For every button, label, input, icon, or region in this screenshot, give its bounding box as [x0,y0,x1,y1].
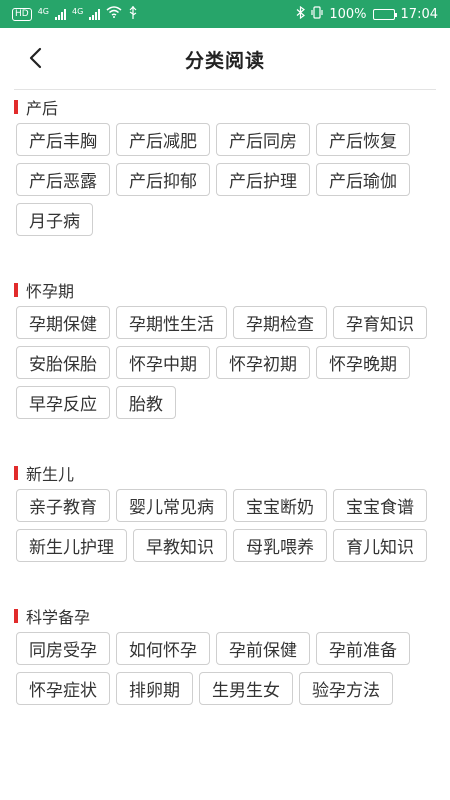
section-header: 怀孕期 [14,278,436,302]
tag-list: 同房受孕 如何怀孕 孕前保健 孕前准备 怀孕症状 排卵期 生男生女 验孕方法 [14,628,436,705]
battery-percent: 100% [329,6,367,22]
section-title: 科学备孕 [26,608,91,627]
tag-item[interactable]: 产后恢复 [316,123,410,156]
network-type-1: 4G [37,6,49,16]
tag-item[interactable]: 孕期性生活 [116,306,227,339]
tag-item[interactable]: 产后抑郁 [116,163,210,196]
section-preconception: 科学备孕 同房受孕 如何怀孕 孕前保健 孕前准备 怀孕症状 排卵期 生男生女 验… [0,604,450,705]
tag-list: 孕期保健 孕期性生活 孕期检查 孕育知识 安胎保胎 怀孕中期 怀孕初期 怀孕晚期… [14,302,436,419]
tag-list: 亲子教育 婴儿常见病 宝宝断奶 宝宝食谱 新生儿护理 早教知识 母乳喂养 育儿知… [14,485,436,562]
tag-list: 产后丰胸 产后减肥 产后同房 产后恢复 产后恶露 产后抑郁 产后护理 产后瑜伽 … [14,119,436,236]
header-divider [14,89,436,90]
tag-item[interactable]: 怀孕中期 [116,346,210,379]
page-title: 分类阅读 [184,49,265,72]
tag-item[interactable]: 孕期保健 [16,306,110,339]
hd-badge: HD [12,7,32,21]
status-left: HD 4G 4G [12,5,138,23]
network-type-2: 4G [72,6,84,16]
section-accent-bar [14,283,18,297]
bluetooth-icon [296,5,306,23]
tag-item[interactable]: 婴儿常见病 [116,489,227,522]
tag-item[interactable]: 产后恶露 [16,163,110,196]
section-title: 怀孕期 [26,282,75,301]
tag-item[interactable]: 排卵期 [116,672,193,705]
section-title: 新生儿 [26,465,75,484]
tag-item[interactable]: 亲子教育 [16,489,110,522]
tag-item[interactable]: 宝宝食谱 [333,489,427,522]
tag-item[interactable]: 安胎保胎 [16,346,110,379]
chevron-left-icon [28,47,42,73]
section-newborn: 新生儿 亲子教育 婴儿常见病 宝宝断奶 宝宝食谱 新生儿护理 早教知识 母乳喂养… [0,461,450,562]
usb-icon [128,5,138,23]
section-header: 产后 [14,95,436,119]
wifi-icon [106,6,122,22]
clock: 17:04 [400,6,438,22]
section-accent-bar [14,100,18,114]
tag-item[interactable]: 孕前保健 [216,632,310,665]
tag-item[interactable]: 怀孕晚期 [316,346,410,379]
tag-item[interactable]: 新生儿护理 [16,529,127,562]
tag-item[interactable]: 产后减肥 [116,123,210,156]
section-spacer [0,562,450,604]
section-postpartum: 产后 产后丰胸 产后减肥 产后同房 产后恢复 产后恶露 产后抑郁 产后护理 产后… [0,95,450,236]
signal-icon-2 [89,8,101,20]
section-accent-bar [14,609,18,623]
section-pregnancy: 怀孕期 孕期保健 孕期性生活 孕期检查 孕育知识 安胎保胎 怀孕中期 怀孕初期 … [0,278,450,419]
tag-item[interactable]: 育儿知识 [333,529,427,562]
section-accent-bar [14,466,18,480]
section-title: 产后 [26,99,59,118]
tag-item[interactable]: 生男生女 [199,672,293,705]
section-header: 科学备孕 [14,604,436,628]
tag-item[interactable]: 产后丰胸 [16,123,110,156]
status-bar: HD 4G 4G 100% 17:04 [0,0,450,28]
battery-icon [372,8,397,20]
tag-item[interactable]: 孕育知识 [333,306,427,339]
back-button[interactable] [22,47,48,73]
section-spacer [0,419,450,461]
tag-item[interactable]: 产后瑜伽 [316,163,410,196]
section-header: 新生儿 [14,461,436,485]
tag-item[interactable]: 宝宝断奶 [233,489,327,522]
tag-item[interactable]: 怀孕初期 [216,346,310,379]
section-spacer [0,236,450,278]
tag-item[interactable]: 孕前准备 [316,632,410,665]
tag-item[interactable]: 验孕方法 [299,672,393,705]
category-list: 产后 产后丰胸 产后减肥 产后同房 产后恢复 产后恶露 产后抑郁 产后护理 产后… [0,95,450,705]
header: 分类阅读 [0,28,450,90]
tag-item[interactable]: 月子病 [16,203,93,236]
tag-item[interactable]: 如何怀孕 [116,632,210,665]
tag-item[interactable]: 同房受孕 [16,632,110,665]
tag-item[interactable]: 母乳喂养 [233,529,327,562]
tag-item[interactable]: 产后同房 [216,123,310,156]
tag-item[interactable]: 早教知识 [133,529,227,562]
signal-icon [55,8,66,20]
tag-item[interactable]: 怀孕症状 [16,672,110,705]
vibrate-icon [311,5,323,23]
tag-item[interactable]: 胎教 [116,386,176,419]
tag-item[interactable]: 早孕反应 [16,386,110,419]
status-right: 100% 17:04 [296,5,438,23]
tag-item[interactable]: 产后护理 [216,163,310,196]
tag-item[interactable]: 孕期检查 [233,306,327,339]
